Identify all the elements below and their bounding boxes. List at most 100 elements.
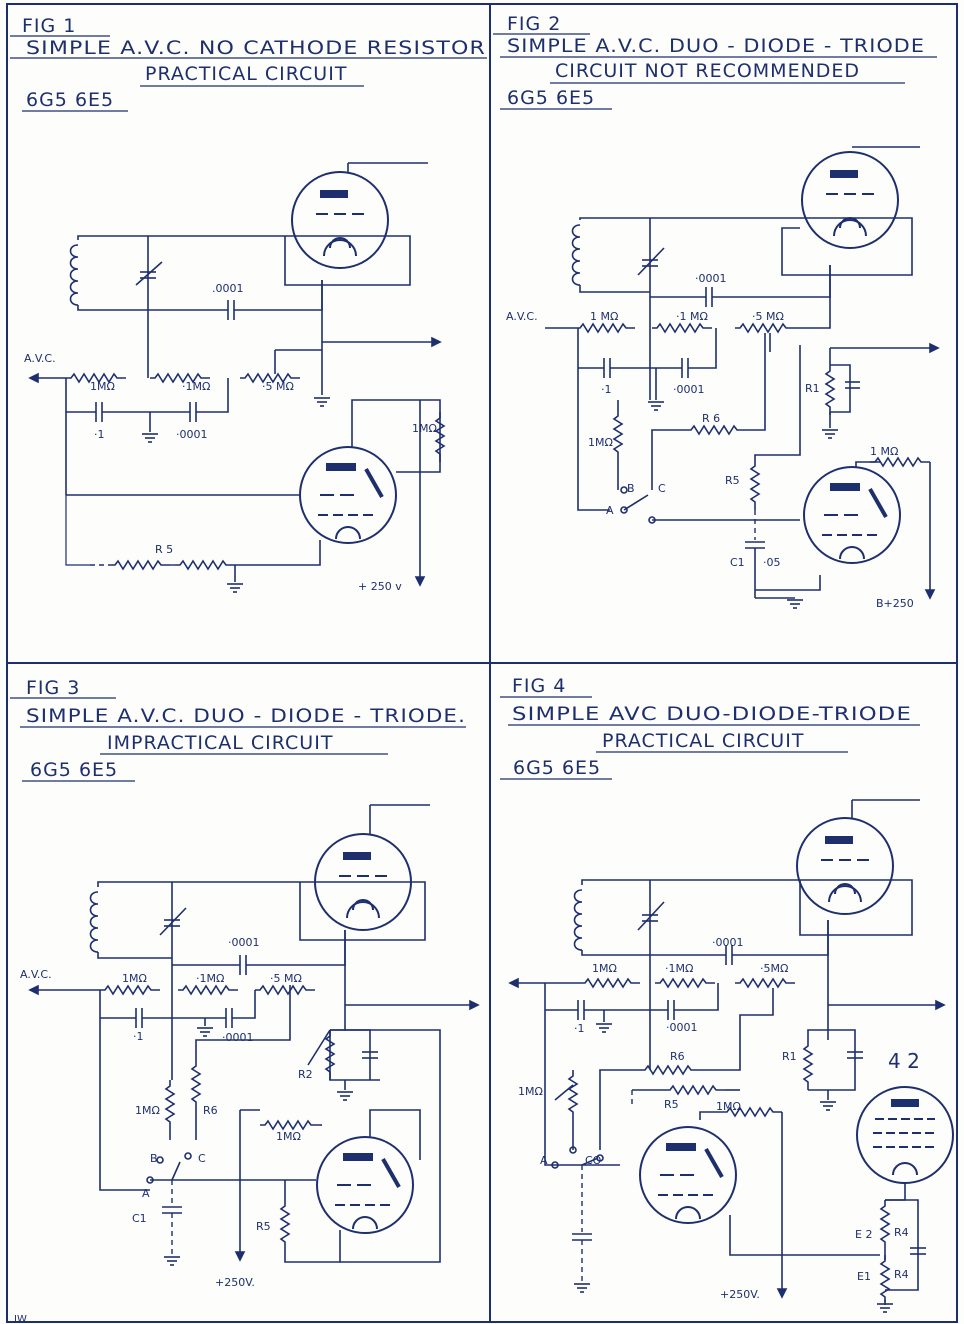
- fig3-number: FIG 3: [26, 677, 80, 699]
- fig1-labels: A.V.C. .0001 1MΩ ·1MΩ ·5 MΩ ·1 ·0001 1MΩ…: [24, 282, 437, 593]
- fig3-switch-c: C: [198, 1152, 206, 1165]
- fig4-r-plate: 1MΩ: [716, 1100, 741, 1113]
- fig1-number: FIG 1: [22, 15, 76, 37]
- fig3-subtitle: IMPRACTICAL CIRCUIT: [107, 732, 333, 754]
- fig3-r-1m: 1MΩ: [122, 972, 147, 985]
- fig4-r-01m: ·1MΩ: [665, 962, 693, 975]
- fig2-hv: B+250: [876, 597, 914, 610]
- fig4-cap-01: ·1: [574, 1022, 585, 1035]
- fig3-cap-0001: ·0001: [228, 936, 260, 949]
- fig3-r5: R5: [256, 1220, 271, 1233]
- fig2-switch-a: A: [606, 504, 614, 517]
- fig3-r-plate: 1MΩ: [276, 1130, 301, 1143]
- fig2-r1: R1: [805, 382, 820, 395]
- fig3-switch-a: A: [142, 1187, 150, 1200]
- fig1-tubes: 6G5 6E5: [26, 89, 114, 111]
- fig3-cap-01: ·1: [133, 1030, 144, 1043]
- fig4-magic-eye-tube: [796, 817, 894, 915]
- fig2-r6: R 6: [702, 412, 720, 425]
- fig1-panel: FIG 1 SIMPLE A.V.C. NO CATHODE RESISTOR …: [10, 15, 487, 593]
- fig4-hv: +250V.: [720, 1288, 760, 1301]
- fig1-r-05m: ·5 MΩ: [262, 380, 294, 393]
- fig2-r-1m-b: 1MΩ: [588, 436, 613, 449]
- fig3-panel: FIG 3 SIMPLE A.V.C. DUO - DIODE - TRIODE…: [10, 677, 480, 1289]
- fig3-title: SIMPLE A.V.C. DUO - DIODE - TRIODE.: [26, 705, 466, 727]
- fig4-r5: R5: [664, 1098, 679, 1111]
- fig2-switch-b: B: [627, 482, 635, 495]
- fig2-subtitle: CIRCUIT NOT RECOMMENDED: [555, 60, 860, 82]
- fig1-r-01m: ·1MΩ: [182, 380, 210, 393]
- fig2-r-plate: 1 MΩ: [870, 445, 898, 458]
- fig3-c1: C1: [132, 1212, 147, 1225]
- fig2-avc-label: A.V.C.: [506, 310, 538, 323]
- fig4-panel: FIG 4 SIMPLE AVC DUO-DIODE-TRIODE PRACTI…: [500, 675, 954, 1313]
- fig1-schematic: [28, 162, 445, 593]
- fig2-switch-c: C: [658, 482, 666, 495]
- fig2-r-05m: ·5 MΩ: [752, 310, 784, 323]
- fig2-triode-tube: [802, 465, 902, 565]
- fig1-cap-00001: ·0001: [176, 428, 208, 441]
- fig4-r6: R6: [670, 1050, 685, 1063]
- fig1-hv: + 250 v: [358, 580, 402, 593]
- fig1-cap-01: ·1: [94, 428, 105, 441]
- fig1-r-1m: 1MΩ: [90, 380, 115, 393]
- fig2-cap-05: ·05: [763, 556, 781, 569]
- fig2-r-1m: 1 MΩ: [590, 310, 618, 323]
- fig4-tubes: 6G5 6E5: [513, 757, 601, 779]
- fig3-r-05m: ·5 MΩ: [270, 972, 302, 985]
- fig3-r2: R2: [298, 1068, 313, 1081]
- fig4-title: SIMPLE AVC DUO-DIODE-TRIODE: [512, 703, 912, 725]
- fig2-cap-0001: ·0001: [695, 272, 727, 285]
- fig4-r1: R1: [782, 1050, 797, 1063]
- corner-initials: IW: [14, 1314, 27, 1324]
- fig1-r5: R 5: [155, 543, 173, 556]
- fig2-panel: FIG 2 SIMPLE A.V.C. DUO - DIODE - TRIODE…: [493, 13, 940, 610]
- fig3-triode-tube: [315, 1135, 415, 1235]
- fig1-triode-tube: [298, 445, 398, 545]
- fig3-r-1m-b: 1MΩ: [135, 1104, 160, 1117]
- fig4-schematic: [508, 799, 954, 1313]
- fig3-switch-b: B: [150, 1152, 158, 1165]
- fig2-c1: C1: [730, 556, 745, 569]
- fig4-r-05m: ·5MΩ: [760, 962, 788, 975]
- fig4-switch-a: A: [540, 1154, 548, 1167]
- fig1-avc-label: A.V.C.: [24, 352, 56, 365]
- fig4-r4-upper: R4: [894, 1226, 909, 1239]
- fig2-tubes: 6G5 6E5: [507, 87, 595, 109]
- fig2-r5: R5: [725, 474, 740, 487]
- page-frame: [6, 3, 958, 1323]
- fig1-subtitle: PRACTICAL CIRCUIT: [145, 63, 347, 85]
- fig4-e2: E 2: [855, 1228, 872, 1241]
- fig4-triode-tube: [638, 1125, 738, 1225]
- fig2-schematic: [545, 146, 940, 609]
- fig2-cap-00001: ·0001: [673, 383, 705, 396]
- fig4-42-output-tube: [856, 1086, 954, 1184]
- fig2-labels: A.V.C. ·0001 1 MΩ ·1 MΩ ·5 MΩ ·1 ·0001 R…: [506, 272, 914, 610]
- fig4-number: FIG 4: [512, 675, 566, 697]
- fig4-r-1m: 1MΩ: [592, 962, 617, 975]
- fig1-cap-0001: .0001: [212, 282, 244, 295]
- fig4-42-label: 4 2: [888, 1049, 920, 1073]
- fig1-r-plate: 1MΩ: [412, 422, 437, 435]
- fig3-avc-label: A.V.C.: [20, 968, 52, 981]
- fig3-hv: +250V.: [215, 1276, 255, 1289]
- fig4-r-1m-b: 1MΩ: [518, 1085, 543, 1098]
- fig2-number: FIG 2: [507, 13, 561, 35]
- fig4-subtitle: PRACTICAL CIRCUIT: [602, 730, 804, 752]
- fig2-cap-01: ·1: [601, 383, 612, 396]
- fig4-cap-0001: ·0001: [712, 936, 744, 949]
- fig3-cap-00001: ·0001: [222, 1031, 254, 1044]
- fig4-switch-co: CO: [585, 1154, 602, 1167]
- fig1-title: SIMPLE A.V.C. NO CATHODE RESISTOR: [26, 37, 486, 59]
- fig3-r6: R6: [203, 1104, 218, 1117]
- fig4-r4-lower: R4: [894, 1268, 909, 1281]
- fig4-e1: E1: [857, 1270, 871, 1283]
- fig3-r-01m: ·1MΩ: [196, 972, 224, 985]
- fig3-tubes: 6G5 6E5: [30, 759, 118, 781]
- fig2-r-01m: ·1 MΩ: [676, 310, 708, 323]
- fig1-magic-eye-tube: [291, 171, 389, 269]
- fig4-labels: ·0001 1MΩ ·1MΩ ·5MΩ ·1 ·0001 R6 R1 4 2 1…: [518, 936, 920, 1301]
- fig3-schematic: [28, 804, 480, 1266]
- fig2-magic-eye-tube: [801, 151, 899, 249]
